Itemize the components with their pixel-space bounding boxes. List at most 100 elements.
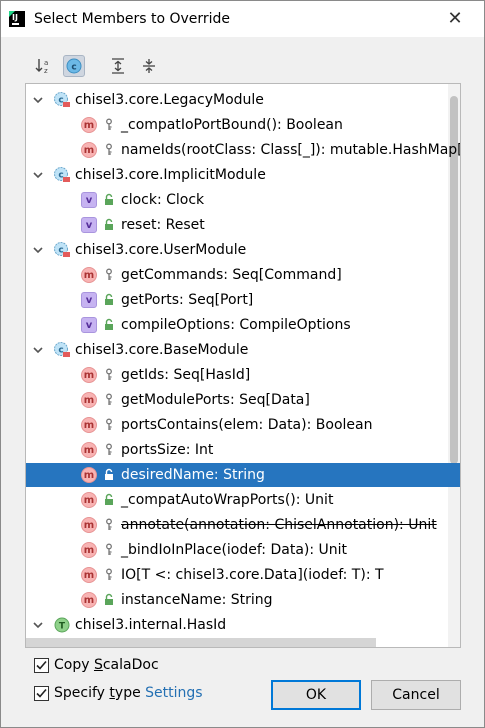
sort-alpha-icon[interactable]: a z <box>33 55 55 77</box>
cancel-button[interactable]: Cancel <box>371 680 461 710</box>
method-icon: m <box>81 267 97 283</box>
svg-text:c: c <box>58 171 63 181</box>
private-key-icon <box>106 568 112 580</box>
specify-type-text-a: Specify <box>54 685 110 701</box>
svg-text:c: c <box>58 96 63 106</box>
method-icon: m <box>81 517 97 533</box>
tree-member-row[interactable]: m instanceName: String <box>26 588 460 612</box>
copy-scaladoc-checkbox[interactable] <box>34 658 49 673</box>
tree-class-row[interactable]: c chisel3.core.LegacyModule <box>26 88 460 112</box>
svg-text:c: c <box>58 246 63 256</box>
tree-member-row[interactable]: m _compatIoPortBound(): Boolean <box>26 113 460 137</box>
chevron-down-icon[interactable] <box>31 343 45 357</box>
class-name: chisel3.internal.HasId <box>75 617 227 633</box>
method-icon: m <box>81 142 97 158</box>
settings-link[interactable]: Settings <box>145 685 203 701</box>
method-icon: m <box>81 392 97 408</box>
private-key-icon <box>106 368 112 380</box>
member-signature: getCommands: Seq[Command] <box>121 267 342 283</box>
member-signature: compileOptions: CompileOptions <box>121 317 351 333</box>
private-key-icon <box>106 143 112 155</box>
method-icon: m <box>81 592 97 608</box>
class-abstract-icon: c <box>54 242 70 257</box>
tree-member-row[interactable]: m_bindIoInPlace(iodef: Data): Unit <box>26 538 460 562</box>
chevron-down-icon[interactable] <box>31 93 45 107</box>
title-bar: IJ Select Members to Override ✕ <box>1 1 484 37</box>
private-key-icon <box>106 418 112 430</box>
class-name: chisel3.core.LegacyModule <box>75 92 264 108</box>
class-name: chisel3.core.BaseModule <box>75 342 249 358</box>
protected-lock-icon <box>105 493 113 505</box>
private-key-icon <box>106 443 112 455</box>
tree-row-partial[interactable] <box>26 638 376 647</box>
private-key-icon <box>106 518 112 530</box>
specify-type-checkbox[interactable] <box>34 686 49 701</box>
protected-lock-icon <box>105 468 113 480</box>
val-icon: v <box>81 292 97 308</box>
specify-type-text-b: ype <box>114 685 141 701</box>
member-signature: IO[T <: chisel3.core.Data](iodef: T): T <box>121 567 384 583</box>
members-tree[interactable]: c chisel3.core.LegacyModule m _compatIoPort… <box>25 83 461 648</box>
member-signature: portsContains(elem: Data): Boolean <box>121 417 373 433</box>
member-signature: _compatIoPortBound(): Boolean <box>121 117 343 133</box>
tree-class-row[interactable]: c chisel3.core.BaseModule <box>26 338 460 362</box>
protected-lock-icon <box>105 193 113 205</box>
close-icon[interactable]: ✕ <box>447 8 463 29</box>
tree-member-row[interactable]: m getCommands: Seq[Command] <box>26 263 460 287</box>
method-icon: m <box>81 492 97 508</box>
intellij-app-icon: IJ <box>9 11 25 27</box>
method-icon: m <box>81 117 97 133</box>
copy-scaladoc-mnemonic: S <box>93 657 103 673</box>
chevron-down-icon[interactable] <box>31 168 45 182</box>
val-icon: v <box>81 317 97 333</box>
svg-text:T: T <box>59 622 66 632</box>
member-signature: clock: Clock <box>121 192 205 208</box>
member-signature: getPorts: Seq[Port] <box>121 292 254 308</box>
chevron-down-icon[interactable] <box>31 618 45 632</box>
class-c-icon[interactable]: c <box>63 55 85 77</box>
scrollbar-thumb[interactable] <box>450 96 458 464</box>
private-key-icon <box>106 268 112 280</box>
tree-member-row[interactable]: m desiredName: String <box>26 463 460 487</box>
member-signature: portsSize: Int <box>121 442 214 458</box>
tree-member-row[interactable]: m_compatAutoWrapPorts(): Unit <box>26 488 460 512</box>
member-signature: reset: Reset <box>121 217 205 233</box>
copy-scaladoc-text-b: calaDoc <box>102 657 159 673</box>
svg-text:a: a <box>44 59 48 67</box>
tree-scrollbar[interactable] <box>448 84 460 647</box>
svg-text:c: c <box>71 63 76 73</box>
tree-member-row[interactable]: v getPorts: Seq[Port] <box>26 288 460 312</box>
ok-button[interactable]: OK <box>271 680 361 710</box>
svg-text:z: z <box>44 67 48 75</box>
member-signature: getIds: Seq[HasId] <box>121 367 251 383</box>
copy-scaladoc-label[interactable]: Copy ScalaDoc <box>54 656 159 674</box>
dialog-title: Select Members to Override <box>34 11 231 27</box>
tree-member-row[interactable]: v compileOptions: CompileOptions <box>26 313 460 337</box>
protected-lock-icon <box>105 318 113 330</box>
collapse-all-icon[interactable] <box>138 55 160 77</box>
class-abstract-icon: c <box>54 342 70 357</box>
chevron-down-icon[interactable] <box>31 243 45 257</box>
member-signature: desiredName: String <box>121 467 265 483</box>
expand-all-icon[interactable] <box>107 55 129 77</box>
protected-lock-icon <box>105 218 113 230</box>
member-signature: instanceName: String <box>121 592 273 608</box>
class-abstract-icon: c <box>54 167 70 182</box>
protected-lock-icon <box>105 593 113 605</box>
specify-type-label[interactable]: Specify type Settings <box>54 684 203 702</box>
method-icon: m <box>81 467 97 483</box>
private-key-icon <box>106 393 112 405</box>
